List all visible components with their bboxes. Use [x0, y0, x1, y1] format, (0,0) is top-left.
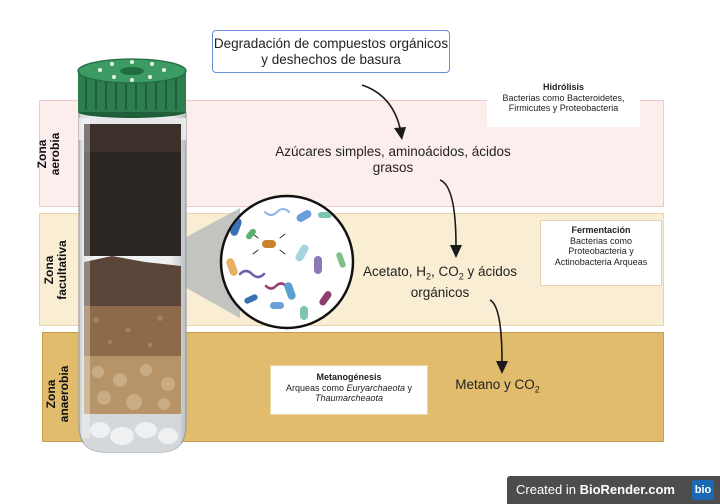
step-sugars: Azúcares simples, aminoácidos, ácidos gr… — [275, 144, 511, 175]
microbe-magnifier — [219, 194, 355, 330]
biorender-watermark: Created in BioRender.com bio — [507, 476, 720, 504]
arrow-degradation-to-sugars — [361, 84, 401, 129]
methanogenesis-body: Arqueas como Euryarchaeota y Thaumarchea… — [285, 382, 413, 404]
watermark-text: Created in BioRender.com — [516, 482, 675, 497]
methanogenesis-box: Metanogénesis Arqueas como Euryarchaeota… — [270, 365, 428, 415]
soil-tube — [78, 111, 187, 453]
fermentation-body: Bacterias como Proteobacteria y Actinoba… — [554, 235, 648, 267]
degradation-box: Degradación de compuestos orgánicos y de… — [212, 30, 450, 73]
hydrolysis-body: Bacterias como Bacteroidetes, Firmicutes… — [502, 92, 625, 114]
fermentation-box: Fermentación Bacterias como Proteobacter… — [540, 220, 662, 286]
biorender-logo-icon: bio — [692, 480, 714, 500]
methanogenesis-heading: Metanogénesis — [316, 372, 382, 382]
arrow-acetate-to-methane — [489, 299, 503, 363]
fermentation-heading: Fermentación — [571, 225, 631, 235]
tube-cap — [77, 58, 187, 118]
zoom-funnel — [140, 208, 240, 318]
step-acetate: Acetato, H2, CO2 y ácidos orgánicos — [362, 264, 518, 300]
hydrolysis-heading: Hidrólisis — [542, 82, 584, 92]
flow-arrows — [361, 84, 503, 363]
arrow-sugars-to-acetate — [439, 179, 457, 247]
hydrolysis-box: Hidrólisis Bacterias como Bacteroidetes,… — [487, 70, 640, 127]
step-methane: Metano y CO2 — [455, 377, 540, 395]
